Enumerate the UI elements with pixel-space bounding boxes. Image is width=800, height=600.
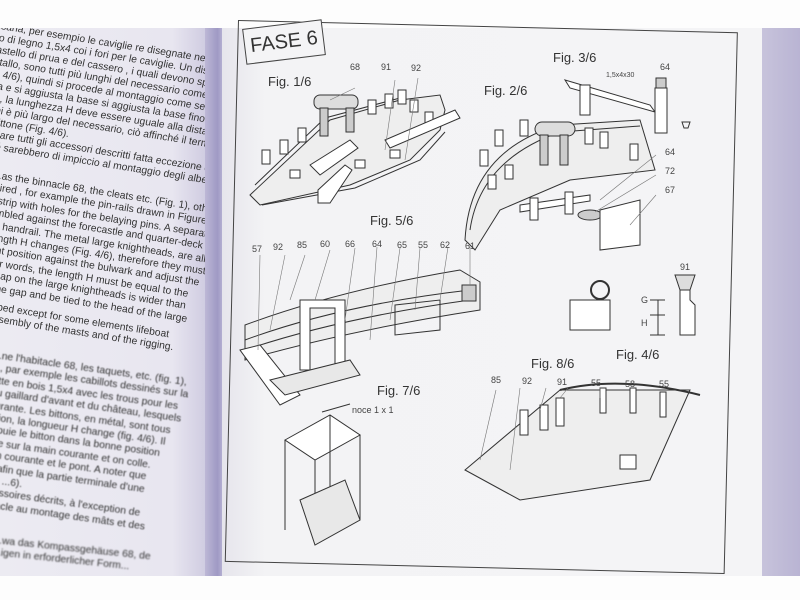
- part-number: 55: [659, 379, 670, 389]
- dimension-g: G: [641, 295, 649, 305]
- fig4-drawing: [569, 274, 696, 336]
- fig4-label: Fig. 4/6: [616, 347, 660, 362]
- part-number: 92: [522, 376, 533, 386]
- part-number: 85: [297, 240, 308, 250]
- part-number: 92: [273, 242, 284, 252]
- material-note: noce 1 x 1: [352, 405, 394, 415]
- part-number: 55: [591, 378, 602, 388]
- fig7-drawing: [284, 403, 361, 546]
- part-number: 58: [625, 379, 636, 389]
- part-number: 62: [440, 240, 451, 250]
- page-stack-edge: [760, 28, 800, 576]
- part-number: 91: [381, 62, 392, 72]
- fig1-label: Fig. 1/6: [268, 74, 312, 89]
- fig1-drawing: [249, 89, 461, 206]
- part-number: 65: [397, 240, 408, 250]
- part-number: 55: [418, 240, 429, 250]
- fig2-drawing: [464, 119, 656, 251]
- part-number: 91: [557, 377, 568, 387]
- part-number: 64: [372, 239, 383, 249]
- part-number: 72: [665, 166, 676, 176]
- fig2-label: Fig. 2/6: [484, 83, 528, 98]
- fig8-label: Fig. 8/6: [531, 356, 575, 371]
- part-number: 66: [345, 239, 356, 249]
- left-page: ...saria, per esempio le caviglie re dis…: [0, 28, 215, 576]
- part-number: 64: [665, 147, 676, 157]
- part-number: 85: [491, 375, 502, 385]
- part-number: 57: [252, 244, 263, 254]
- part-number: 60: [320, 239, 331, 249]
- part-number: 61: [465, 241, 476, 251]
- fig8-drawing: [464, 382, 701, 501]
- part-number: 67: [665, 185, 676, 195]
- fig3-drawing: [563, 77, 691, 134]
- dimension-label: 1,5x4x30: [606, 72, 635, 79]
- part-number: 68: [350, 62, 361, 72]
- leader-lines: [257, 77, 657, 471]
- fig3-label: Fig. 3/6: [553, 50, 597, 65]
- fig5-drawing: [239, 269, 481, 406]
- part-number: 64: [660, 62, 671, 72]
- fig5-label: Fig. 5/6: [370, 213, 414, 228]
- background-surface: [0, 576, 800, 600]
- part-number: 92: [411, 63, 422, 73]
- dimension-h: H: [641, 318, 648, 328]
- part-number: 91: [680, 262, 691, 272]
- fig7-label: Fig. 7/6: [377, 383, 421, 398]
